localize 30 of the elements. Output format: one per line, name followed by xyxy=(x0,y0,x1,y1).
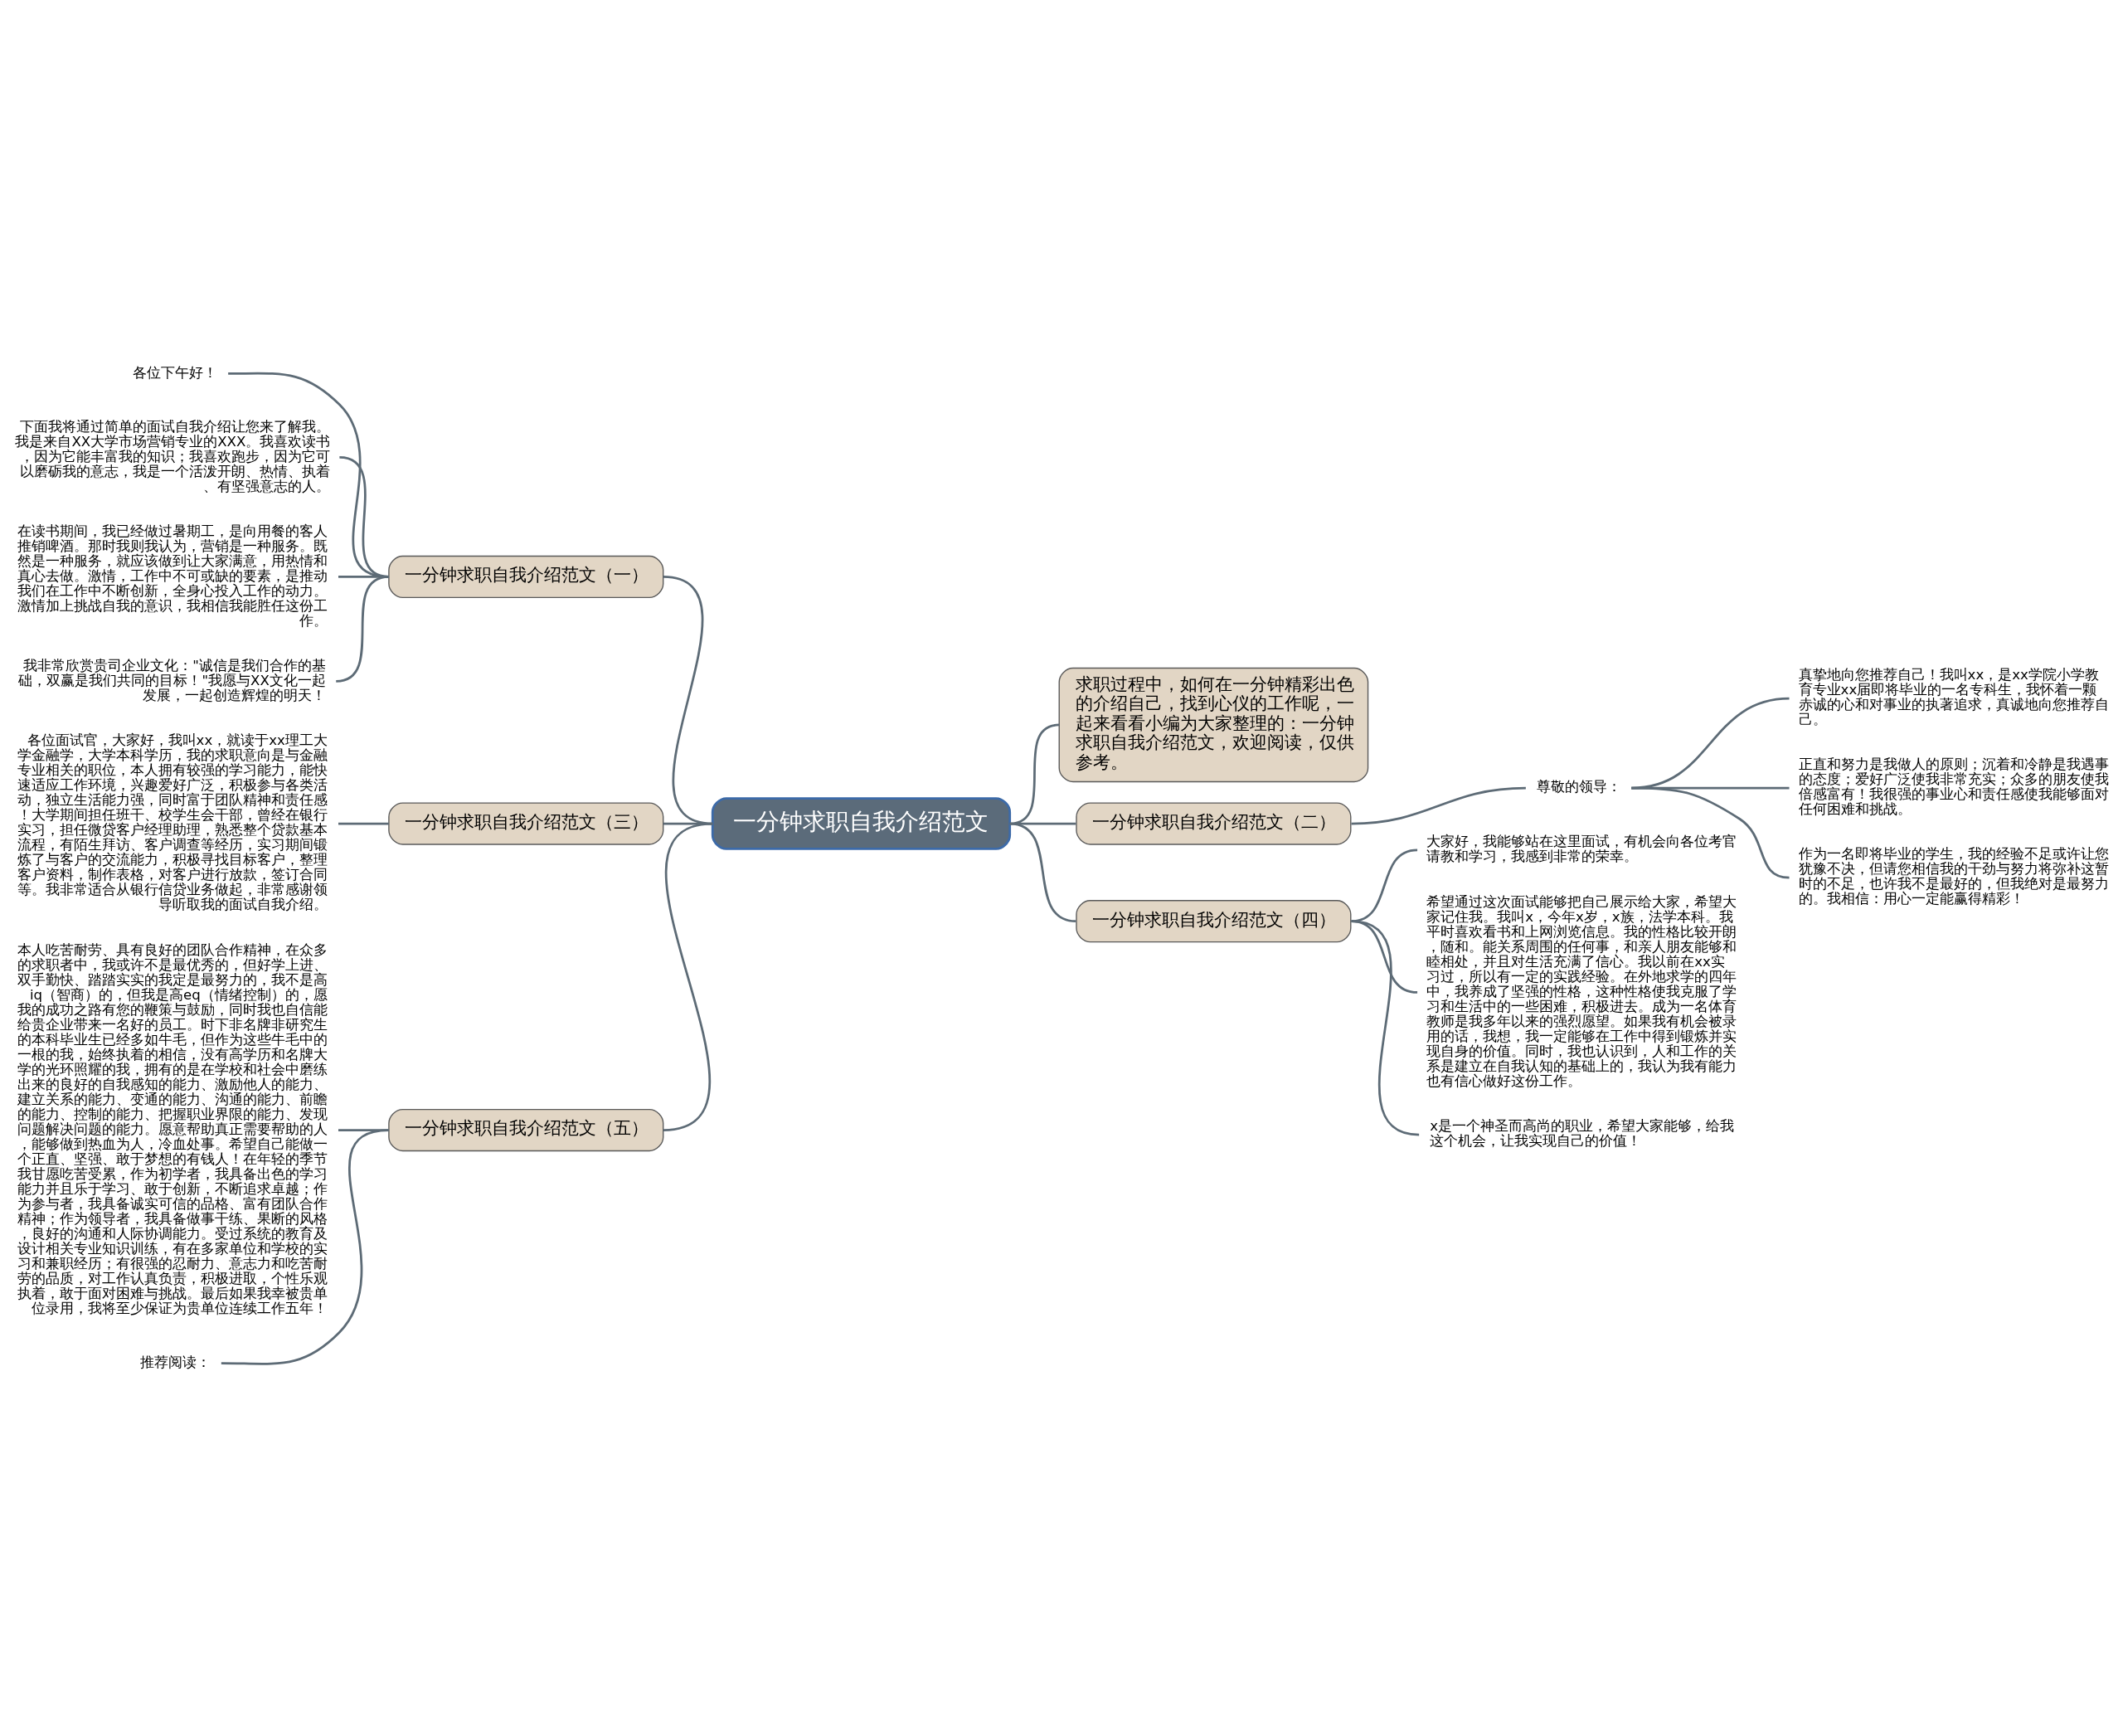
node-text: 各位下午好！ xyxy=(132,364,217,381)
node-text: 本人吃苦耐劳、具有良好的团队合作精神，在众多的求职者中，我或许不是最优秀的，但好学上进、双手勤快、踏踏实实的我定是最努力的，我不是高iq（智商）的，但我是高eq（情绪控制）的，愿我的成功之路有您的鞭策与鼓励，同时我也自信能给贵企业带来一名好的员工。时下非名牌非研究生的本科毕业生已经多如牛毛，但作为这些牛毛中的一根的我，始终执着的相信，没有高学历和名牌大学的光环照耀的我，拥有的是在学校和社会中磨练出来的良好的自我感知的能力、激励他人的能力、建立关系的能力、变通的能力、沟通的能力、前瞻的能力、控制的能力、把握职业界限的能力、发现问题解决问题的能力。愿意帮助真正需要帮助的人，能够做到热血为人，冷血处事。希望自己能做一个正直、坚强、敢于梦想的有钱人！在年轻的季节我甘愿吃苦受累，作为初学者，我具备出色的学习能力并且乐于学习、敢于创新，不断追求卓越；作为参与者，我具备诚实可信的品格、富有团队合作精神；作为领导者，我具备做事干练、果断的风格，良好的沟通和人际协调能力。受过系统的教育及设计相关专业知识训练，有在多家单位和学校的实习和兼职经历；有很强的忍耐力、意志力和吃苦耐劳的品质，对工作认真负责，积极进取，个性乐观执着，敢于面对困难与挑战。最后如果我幸被贵单位录用，我将至少保证为贵单位连续工作五年！ xyxy=(17,941,328,1316)
node-text: 推荐阅读： xyxy=(139,1354,211,1370)
node-text: x是一个神圣而高尚的职业，希望大家能够，给我这个机会，让我实现自己的价值！ xyxy=(1430,1117,1735,1149)
connector xyxy=(336,575,390,683)
node-box: 一分钟求职自我介绍范文（三） xyxy=(388,801,664,845)
node-box: 一分钟求职自我介绍范文（二） xyxy=(1076,801,1352,845)
node-text: 真挚地向您推荐自己！我叫xx，是xx学院小学教育专业xx届即将毕业的一名专科生，我怀着一颗赤诚的心和对事业的执著追求，真诚地向您推荐自己。 xyxy=(1798,666,2109,727)
connector xyxy=(663,822,713,1131)
node-box: 一分钟求职自我介绍范文（一） xyxy=(388,555,664,598)
connector xyxy=(338,822,389,824)
connector xyxy=(1351,919,1420,1135)
node-box: 一分钟求职自我介绍范文 xyxy=(711,796,1012,850)
connector xyxy=(221,1128,390,1365)
connector xyxy=(1631,786,1790,878)
node-text: 希望通过这次面试能够把自己展示给大家，希望大家记住我。我叫x，今年x岁，x族，法学本科。我平时喜欢看书和上网浏览信息。我的性格比较开朗，随和。能关系周围的任何事，和亲人朋友能够和睦相处，并且对生活充满了信心。我以前在xx实习过，所以有一定的实践经验。在外地求学的四年中，我养成了坚强的性格，这种性格使我克服了学习和生活中的一些困难，积极进去。成为一名体育教师是我多年以来的强烈愿望。如果我有机会被录用的话，我想，我一定能够在工作中得到锻炼并实现自身的价值。同时，我也认识到，人和工作的关系是建立在自我认知的基础上的，我认为我有能力也有信心做好这份工作。 xyxy=(1426,893,1737,1089)
node-box: 一分钟求职自我介绍范文（四） xyxy=(1076,899,1352,942)
node-text: 在读书期间，我已经做过暑期工，是向用餐的客人推销啤酒。那时我则我认为，营销是一种服务。既然是一种服务，就应该做到让大家满意，用热情和真心去做。激情，工作中不可或缺的要素，是推动我们在工作中不断创新，全身心投入工作的动力。激情加上挑战自我的意识，我相信我能胜任这份工作。 xyxy=(17,523,328,629)
node-box: 求职过程中，如何在一分钟精彩出色的介绍自己，找到心仪的工作呢，一起来看看小编为大家整理的：一分钟求职自我介绍范文，欢迎阅读，仅供参考。 xyxy=(1058,667,1369,782)
node-text: 下面我将通过简单的面试自我介绍让您来了解我。我是来自XX大学市场营销专业的XXX。我喜欢读书，因为它能丰富我的知识；我喜欢跑步，因为它可以磨砺我的意志，我是一个活泼开朗、热情、执着、有坚强意志的人。 xyxy=(15,418,331,494)
node-text: 作为一名即将毕业的学生，我的经验不足或许让您犹豫不决，但请您相信我的干劲与努力将弥补这暂时的不足，也许我不是最好的，但我绝对是最努力的。我相信：用心一定能赢得精彩！ xyxy=(1798,845,2109,907)
node-text: 尊敬的领导： xyxy=(1537,778,1622,795)
connector xyxy=(1351,786,1526,824)
node-text: 正直和努力是我做人的原则；沉着和冷静是我遇事的态度；爱好广泛使我非常充实；众多的朋友使我倍感富有！我很强的事业心和责任感使我能够面对任何困难和挑战。 xyxy=(1798,756,2109,817)
connector xyxy=(1009,723,1060,824)
node-box: 一分钟求职自我介绍范文（五） xyxy=(388,1108,664,1151)
node-text: 各位面试官，大家好，我叫xx，就读于xx理工大学金融学，大学本科学历，我的求职意向是与金融专业相关的职位，本人拥有较强的学习能力，能快速适应工作环境，兴趣爱好广泛，积极参与各类活动，独立生活能力强，同时富于团队精神和责任感！大学期间担任班干、校学生会干部，曾经在银行实习，担任微贷客户经理助理，熟悉整个贷款基本流程，有陌生拜访、客户调查等经历，实习期间锻炼了与客户的交流能力，积极寻找目标客户，整理客户资料，制作表格，对客户进行放款，签订合同等。我非常适合从银行信贷业务做起，非常感谢领导听取我的面试自我介绍。 xyxy=(17,732,328,912)
connector xyxy=(1009,822,1076,922)
node-text: 大家好，我能够站在这里面试，有机会向各位考官请教和学习，我感到非常的荣幸。 xyxy=(1426,833,1737,864)
node-text: 我非常欣赏贵司企业文化："诚信是我们合作的基础，双赢是我们共同的目标！"我愿与XX文化一起发展，一起创造辉煌的明天！ xyxy=(18,657,326,703)
